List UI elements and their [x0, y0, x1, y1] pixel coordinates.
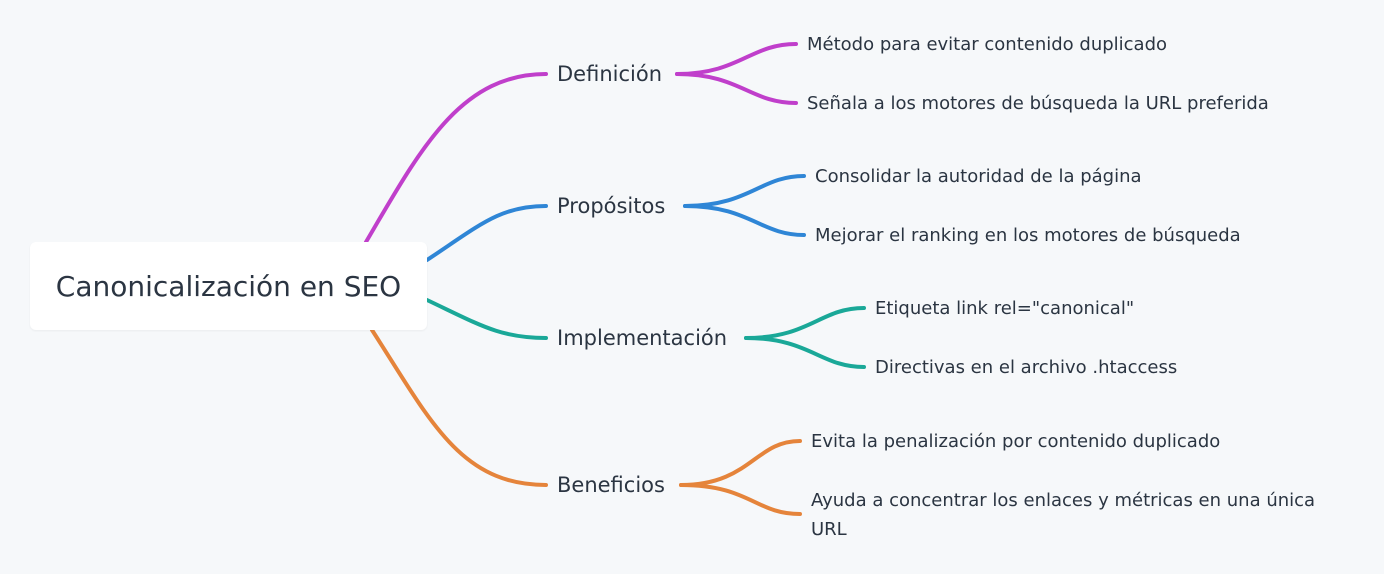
- branch-propositos[interactable]: Propósitos: [557, 194, 666, 218]
- branch-definicion[interactable]: Definición: [557, 62, 662, 86]
- edge-implementacion-1: [744, 306, 866, 340]
- leaf-definicion-1[interactable]: Método para evitar contenido duplicado: [807, 34, 1168, 55]
- leaf-implementacion-1[interactable]: Etiqueta link rel="canonical": [875, 298, 1135, 319]
- root-node[interactable]: Canonicalización en SEO: [30, 242, 427, 330]
- edge-root-beneficios: [370, 328, 548, 487]
- edge-implementacion-2: [744, 336, 866, 369]
- edge-propositos-1: [683, 174, 806, 208]
- leaf-propositos-2[interactable]: Mejorar el ranking en los motores de bús…: [815, 225, 1241, 246]
- branch-implementacion[interactable]: Implementación: [557, 326, 728, 350]
- leaf-propositos-1[interactable]: Consolidar la autoridad de la página: [815, 166, 1142, 187]
- leaf-definicion-2[interactable]: Señala a los motores de búsqueda la URL …: [807, 93, 1269, 114]
- edge-beneficios-1: [679, 439, 802, 487]
- edge-definicion-2: [675, 72, 798, 105]
- leaf-beneficios-2[interactable]: Ayuda a concentrar los enlaces y métrica…: [811, 490, 1316, 540]
- leaf-beneficios-1[interactable]: Evita la penalización por contenido dupl…: [811, 431, 1221, 452]
- branch-beneficios[interactable]: Beneficios: [557, 473, 665, 497]
- edge-propositos-2: [683, 204, 806, 237]
- edge-root-implementacion: [425, 298, 548, 340]
- edge-root-definicion: [364, 72, 548, 244]
- edge-root-propositos: [425, 204, 548, 262]
- leaf-implementacion-2[interactable]: Directivas en el archivo .htaccess: [875, 357, 1178, 378]
- edge-definicion-1: [675, 42, 798, 76]
- edge-beneficios-2: [679, 483, 802, 516]
- root-label: Canonicalización en SEO: [55, 269, 402, 303]
